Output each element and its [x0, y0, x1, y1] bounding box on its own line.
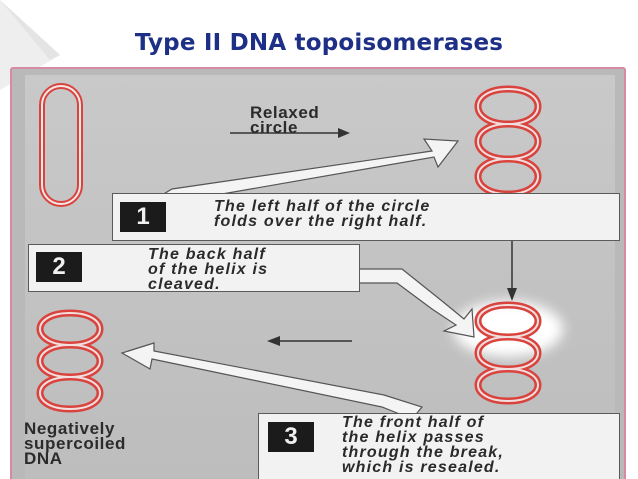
- relaxed-circle-label: Relaxed circle: [250, 103, 320, 137]
- supercoiled-label-line: DNA: [24, 449, 63, 468]
- step-2-text: The back half of the helix is cleaved.: [148, 246, 269, 293]
- supercoiled-label: Negatively supercoiled DNA: [24, 419, 127, 468]
- cleaved-dna-middle: [453, 301, 563, 405]
- step-1-callout: [112, 193, 620, 241]
- supercoiled-label-line: Negatively: [24, 419, 116, 438]
- step-1-number: 1: [120, 202, 166, 232]
- slide-title: Type II DNA topoisomerases: [134, 30, 504, 56]
- step-2-text-line: cleaved.: [148, 276, 221, 293]
- arrow-left: [267, 336, 352, 346]
- supercoiled-label-line: supercoiled: [24, 434, 127, 453]
- callout-3-pointer: [120, 342, 424, 420]
- step-1-text: The left half of the circle folds over t…: [214, 198, 431, 230]
- dna-diagram: [36, 83, 563, 420]
- step-1-text-line: The left half of the circle: [214, 198, 431, 215]
- relaxed-label-line: circle: [250, 118, 299, 137]
- callout-2-pointer: [351, 268, 475, 338]
- step-3-text-line: which is resealed.: [342, 459, 501, 476]
- step-3-text-line: through the break,: [342, 444, 505, 461]
- relaxed-label-line: Relaxed: [250, 103, 320, 122]
- arrow-down: [507, 239, 517, 301]
- step-2-text-line: of the helix is: [148, 261, 269, 278]
- step-2-text-line: The back half: [148, 246, 266, 263]
- step-3-callout: [258, 413, 620, 479]
- step-3-text-line: The front half of: [342, 414, 485, 431]
- step-3-text-line: the helix passes: [342, 429, 485, 446]
- supercoiled-dna: [36, 309, 104, 413]
- arrow-right-relaxed: [230, 128, 350, 138]
- step-3-number: 3: [268, 422, 314, 452]
- step-3-text: The front half of the helix passes throu…: [342, 414, 505, 476]
- folded-dna-top: [474, 85, 542, 198]
- step-2-callout: [28, 244, 360, 292]
- step-1-text-line: folds over the right half.: [214, 213, 428, 230]
- diagram-panel: Relaxed circle Negatively supercoiled DN…: [10, 67, 626, 479]
- relaxed-circle-dna: [39, 83, 83, 207]
- step-2-number: 2: [36, 252, 82, 282]
